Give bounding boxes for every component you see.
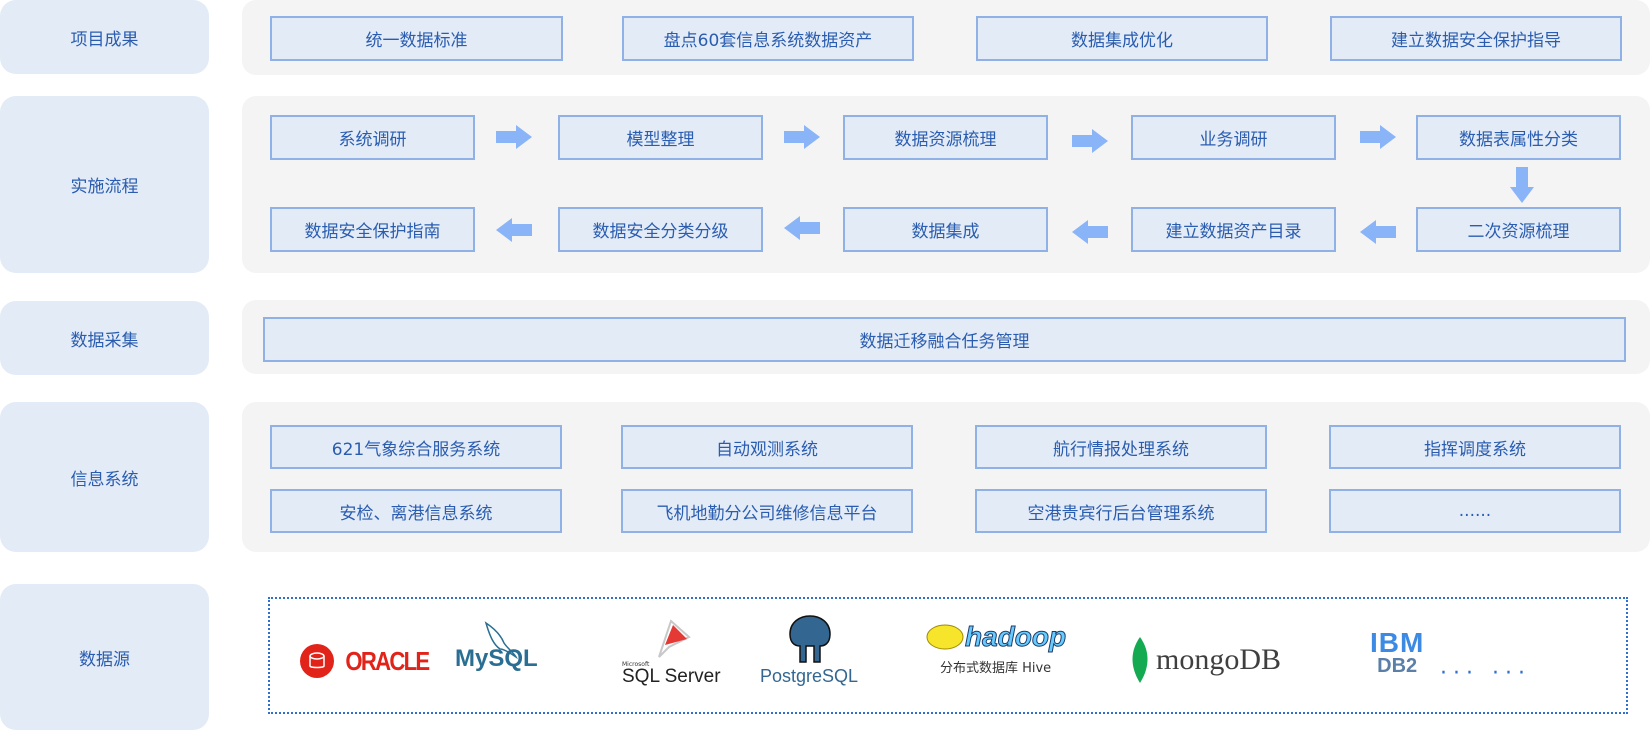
oracle-logo: ORACLE [300,644,436,678]
label-text: 实施流程 [70,177,139,197]
dolphin-icon [485,621,519,659]
arrow-left-icon [1360,220,1396,244]
result-item: 数据集成优化 [976,16,1268,61]
process-step: 数据资源梳理 [843,115,1048,160]
system-item: 621气象综合服务系统 [270,425,562,469]
process-step: 数据表属性分类 [1416,115,1621,160]
arrow-left-icon [784,216,820,240]
hadoop-logo: hadoop 分布式数据库 Hive [925,621,1067,676]
logo-subtext: DB2 [1377,655,1418,677]
row-label-sources: 数据源 [0,584,209,730]
row-label-results: 项目成果 [0,0,209,74]
row-label-systems: 信息系统 [0,402,209,552]
system-item: 指挥调度系统 [1329,425,1621,469]
system-item: 空港贵宾行后台管理系统 [975,489,1267,533]
result-item: 盘点60套信息系统数据资产 [622,16,914,61]
sqlserver-logo: Microsoft SQL Server [622,617,721,688]
label-text: 数据源 [79,649,130,670]
arrow-right-icon [496,125,532,149]
logo-text: IBM [1370,627,1425,659]
arrow-right-icon [1072,129,1108,153]
label-text: 信息系统 [70,469,139,490]
process-step: 系统调研 [270,115,475,160]
process-step: 业务调研 [1131,115,1336,160]
system-item: 飞机地勤分公司维修信息平台 [621,489,913,533]
logo-text: mongoDB [1156,643,1282,676]
system-item: 安检、离港信息系统 [270,489,562,533]
leaf-icon [1132,637,1148,683]
process-step: 数据安全分类分级 [558,207,763,252]
process-step: 数据集成 [843,207,1048,252]
system-item: 航行情报处理系统 [975,425,1267,469]
hadoop-elephant-icon [926,624,964,650]
logo-text: MySQL [455,645,538,672]
process-step: 二次资源梳理 [1416,207,1621,252]
process-step: 建立数据资产目录 [1131,207,1336,252]
arrow-right-icon [1360,125,1396,149]
row-label-collection: 数据采集 [0,301,209,375]
mysql-logo: MySQL [455,619,538,673]
label-text: 项目成果 [70,29,139,50]
logo-text: PostgreSQL [760,666,859,686]
system-item: ...... [1329,489,1621,533]
result-item: 建立数据安全保护指导 [1330,16,1622,61]
process-step: 数据安全保护指南 [270,207,475,252]
elephant-icon [789,615,831,663]
sqlserver-icon [658,619,692,658]
row-label-process: 实施流程 [0,96,209,273]
postgresql-logo: PostgreSQL [760,614,858,687]
system-item: 自动观测系统 [621,425,913,469]
label-text: 数据采集 [70,330,139,351]
collection-item: 数据迁移融合任务管理 [263,317,1626,362]
oracle-db-icon [300,644,334,678]
logo-text: hadoop [964,621,1067,653]
data-sources-panel: ORACLE MySQL Microsoft SQL Server Postgr… [268,597,1628,714]
logo-text: SQL Server [622,666,721,687]
more-sources: ··· ··· [1440,661,1531,686]
logo-subtext: 分布式数据库 Hive [939,661,1052,676]
logo-subtext: Microsoft [622,661,650,668]
logo-text: ORACLE [345,645,430,676]
arrow-down-icon [1510,167,1534,203]
process-step: 模型整理 [558,115,763,160]
arrow-left-icon [1072,220,1108,244]
ibm-db2-logo: IBM DB2 [1370,627,1425,678]
arrow-left-icon [496,218,532,242]
mongodb-logo: mongoDB [1130,637,1281,683]
result-item: 统一数据标准 [270,16,563,61]
arrow-right-icon [784,125,820,149]
